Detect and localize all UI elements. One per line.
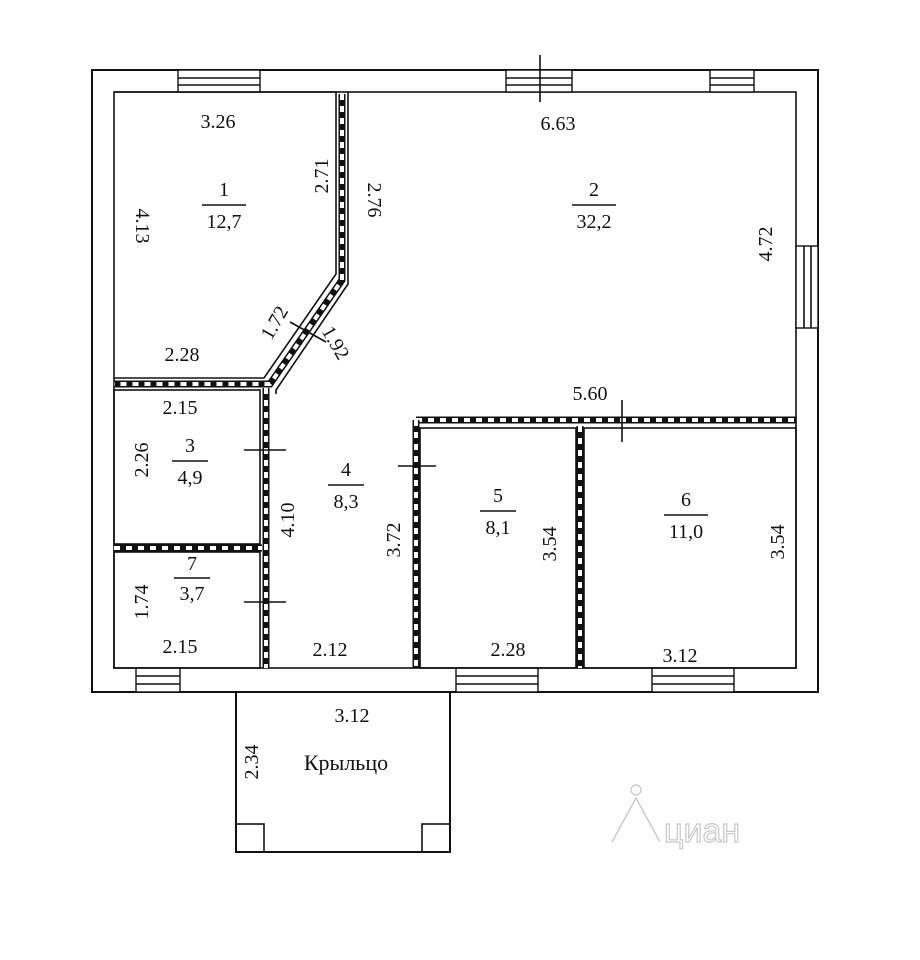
dim-r4-wall: 4.10 <box>277 503 299 538</box>
window-bottom-1 <box>135 667 181 693</box>
dim-r6-bottom: 3.12 <box>663 645 698 667</box>
room7-outline <box>113 551 261 669</box>
room-7-label: 7 3,7 <box>174 553 210 605</box>
room-number: 5 <box>493 485 503 507</box>
room-area: 11,0 <box>669 521 703 543</box>
dim-r7-left: 1.74 <box>131 585 153 620</box>
dim-r2-left: 2.76 <box>363 183 385 218</box>
room-number: 1 <box>219 179 229 201</box>
watermark-text: циан <box>664 812 740 850</box>
room6-outline <box>583 427 797 669</box>
dim-porch-top: 3.12 <box>335 705 370 727</box>
room1-outline <box>114 91 337 379</box>
dim-r5-right: 3.54 <box>539 527 561 562</box>
window-top-2 <box>505 69 573 93</box>
dim-r1-bottom: 2.28 <box>165 344 200 366</box>
window-bottom-3 <box>651 667 735 693</box>
dim-r5-bottom: 2.28 <box>491 639 526 661</box>
room-number: 3 <box>185 435 195 457</box>
dim-r4-bottom: 2.12 <box>313 639 348 661</box>
room-number: 6 <box>681 489 691 511</box>
room-5-label: 5 8,1 <box>480 485 516 539</box>
window-top-1 <box>177 69 261 93</box>
porch-label: Крыльцо <box>304 750 388 775</box>
dim-r2-right: 4.72 <box>755 227 777 262</box>
dim-r6-right: 3.54 <box>767 525 789 560</box>
room-area: 8,3 <box>334 491 359 513</box>
room-6-label: 6 11,0 <box>664 489 708 543</box>
room2-outline <box>275 92 349 394</box>
dim-r2-bottom: 5.60 <box>573 383 608 405</box>
dim-r2-diag: 1.92 <box>317 322 354 363</box>
dim-r4-height: 3.72 <box>383 523 405 558</box>
dim-r1-diag: 1.72 <box>257 302 294 343</box>
room-1-label: 1 12,7 <box>202 179 246 233</box>
room-number: 7 <box>187 553 197 575</box>
room5-outline <box>419 427 577 669</box>
window-right <box>795 245 819 329</box>
dim-porch-left: 2.34 <box>241 745 263 780</box>
cian-watermark: циан <box>611 784 741 851</box>
dim-r2-top: 6.63 <box>541 113 576 135</box>
room-area: 3,7 <box>180 583 205 605</box>
dim-r1-top: 3.26 <box>201 111 236 133</box>
room3-outline <box>113 389 261 545</box>
room-2-label: 2 32,2 <box>572 179 616 233</box>
room-area: 4,9 <box>178 467 203 489</box>
dim-r3-top: 2.15 <box>163 397 198 419</box>
window-top-3 <box>709 69 755 93</box>
room-area: 8,1 <box>486 517 511 539</box>
room-area: 32,2 <box>577 211 612 233</box>
door-tick-diag <box>289 321 327 343</box>
partition-r1-r2 <box>114 94 346 388</box>
dim-r3-left: 2.26 <box>131 443 153 478</box>
dim-r7-bottom: 2.15 <box>163 636 198 658</box>
porch <box>235 692 451 853</box>
dim-r1-left: 4.13 <box>131 209 153 244</box>
room-number: 2 <box>589 179 599 201</box>
room-number: 4 <box>341 459 351 481</box>
room-area: 12,7 <box>207 211 242 233</box>
dim-r1-right: 2.71 <box>311 159 333 194</box>
inner-wall-outline <box>113 91 797 669</box>
room-4-label: 4 8,3 <box>328 459 364 513</box>
outer-wall <box>91 69 819 693</box>
room-3-label: 3 4,9 <box>172 435 208 489</box>
window-bottom-2 <box>455 667 539 693</box>
